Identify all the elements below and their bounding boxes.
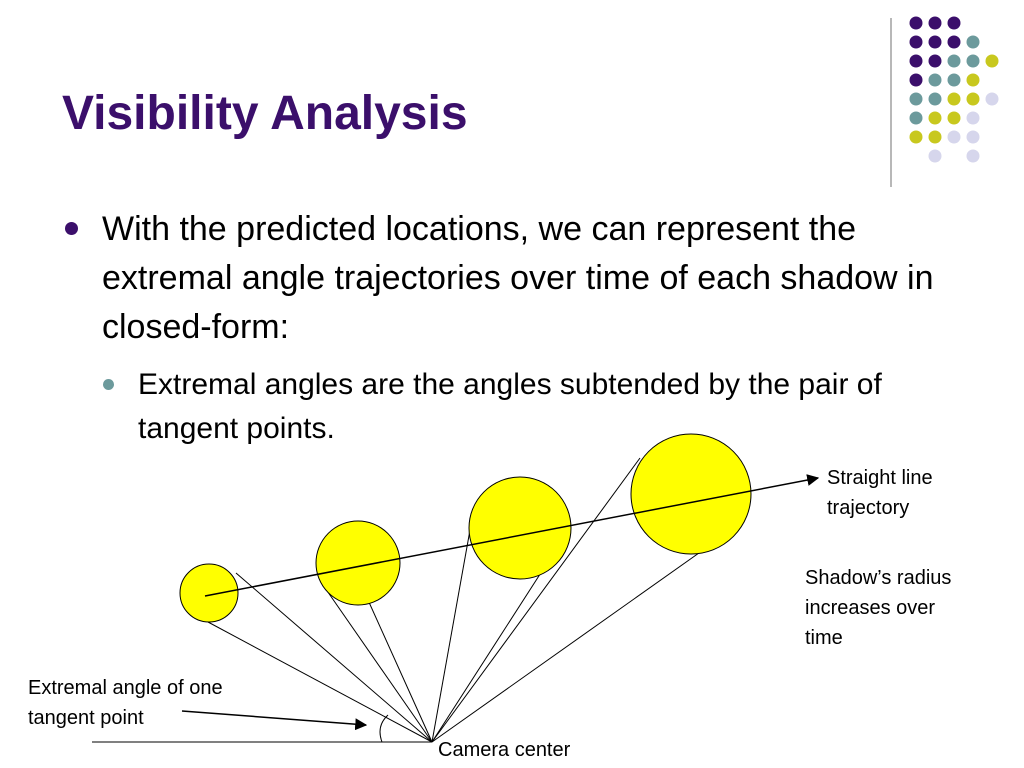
decorative-dot	[928, 149, 942, 163]
decorative-dot	[947, 92, 961, 106]
decorative-dot	[947, 111, 961, 125]
radius-label: Shadow’s radius increases over time	[805, 567, 952, 649]
decorative-dot	[909, 73, 923, 87]
decorative-dot-grid	[890, 16, 999, 187]
bullet-marker	[65, 222, 78, 235]
tangent-line	[431, 457, 641, 743]
decorative-dot	[928, 54, 942, 68]
decorative-dot	[985, 92, 999, 106]
decorative-dot	[966, 73, 980, 87]
decorative-dot	[909, 54, 923, 68]
sub-bullet-text: Extremal angles are the angles subtended…	[138, 368, 882, 445]
decorative-dot	[985, 54, 999, 68]
tangent-line	[235, 572, 433, 743]
decorative-dot	[947, 35, 961, 49]
decorative-dot	[928, 16, 942, 30]
extremal-angle-arc	[379, 714, 389, 743]
decorative-dot	[909, 35, 923, 49]
shadow-circle	[179, 563, 239, 623]
decorative-dot	[909, 130, 923, 144]
decorative-dot	[966, 111, 980, 125]
decorative-dot	[947, 16, 961, 30]
tangent-line	[431, 567, 545, 743]
tangent-line	[431, 547, 707, 743]
shadow-circle	[630, 433, 752, 555]
decorative-dot	[928, 73, 942, 87]
decorative-dot	[928, 130, 942, 144]
bullet-text: With the predicted locations, we can rep…	[102, 210, 934, 346]
decorative-dot	[909, 16, 923, 30]
camera-center-label: Camera center	[438, 739, 571, 761]
decorative-dot	[966, 149, 980, 163]
decorative-dot	[928, 92, 942, 106]
decorative-dot	[909, 92, 923, 106]
trajectory-label: Straight line trajectory	[827, 467, 933, 519]
sub-bullet-marker	[103, 379, 114, 390]
decorative-dot	[966, 92, 980, 106]
decorative-dot	[947, 73, 961, 87]
decorative-dot	[928, 35, 942, 49]
decorative-dot	[928, 111, 942, 125]
decorative-dot	[947, 54, 961, 68]
decorative-dot	[966, 35, 980, 49]
tangent-line	[367, 599, 433, 743]
decorative-dot	[947, 130, 961, 144]
tangent-line	[431, 529, 471, 743]
extremal-angle-pointer	[181, 710, 368, 731]
shadow-circle	[468, 476, 572, 580]
decorative-dot	[966, 54, 980, 68]
page-title: Visibility Analysis	[62, 87, 468, 140]
extremal-angle-label: Extremal angle of one tangent point	[28, 677, 223, 729]
decorative-dot	[909, 111, 923, 125]
tangent-line	[207, 621, 433, 743]
shadow-circle	[315, 520, 401, 606]
trajectory-arrow	[204, 474, 820, 597]
tangent-line	[322, 584, 433, 743]
decorative-dot	[966, 130, 980, 144]
